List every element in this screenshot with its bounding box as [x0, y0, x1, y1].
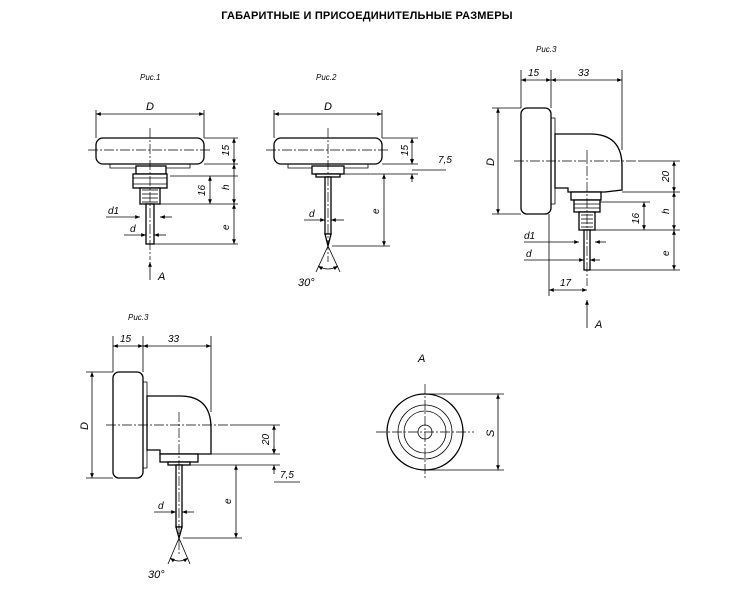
- page-title: ГАБАРИТНЫЕ И ПРИСОЕДИНИТЕЛЬНЫЕ РАЗМЕРЫ: [221, 10, 513, 22]
- fig2-dim-e: e: [371, 208, 382, 214]
- fig3a-dim-16: 16: [631, 212, 642, 224]
- fig1-dim-d1: d1: [108, 206, 119, 217]
- fig3b-dim-20: 20: [261, 433, 272, 446]
- fig3b-dim-33: 33: [168, 334, 180, 345]
- figure-3a: Рис.3 15 33 D: [485, 45, 680, 331]
- fig3a-dim-D: D: [485, 158, 497, 166]
- fig1-dim-h: h: [221, 184, 232, 190]
- fig3b-dim-d: d: [158, 501, 164, 512]
- fig3a-dim-d: d: [526, 249, 532, 260]
- figure-3b: Рис.3 15 33 D 20: [79, 313, 300, 581]
- view-a-caption: A: [417, 353, 425, 365]
- fig3b-dim-D: D: [79, 422, 91, 430]
- view-a: A S: [376, 353, 504, 480]
- fig3a-caption: Рис.3: [536, 45, 557, 54]
- fig3a-boss: [570, 191, 602, 201]
- fig3a-dim-d1: d1: [524, 231, 535, 242]
- fig2-angle: 30°: [298, 277, 315, 289]
- fig3a-dim-33: 33: [578, 68, 590, 79]
- fig3a-elbow: [554, 133, 623, 193]
- figure-1: Рис.1 D 15 h: [88, 73, 238, 283]
- fig3b-angle: 30°: [148, 569, 165, 581]
- fig3a-view-A: A: [594, 319, 602, 331]
- fig3b-dim-e: e: [223, 498, 234, 504]
- fig3b-dim-15: 15: [120, 334, 132, 345]
- fig3b-dim-7-5: 7,5: [280, 470, 294, 481]
- fig3a-dim-e: e: [661, 250, 672, 256]
- figure-2: Рис.2 D 15 7,5 e d: [266, 73, 452, 289]
- fig1-dim-d: d: [130, 224, 136, 235]
- fig1-boss: [135, 165, 167, 175]
- fig1-dim-16: 16: [197, 184, 208, 196]
- fig2-caption: Рис.2: [316, 73, 337, 82]
- fig2-dim-d: d: [309, 209, 315, 220]
- fig3a-dim-20: 20: [661, 170, 672, 183]
- fig1-caption: Рис.1: [140, 73, 160, 82]
- fig2-dim-7-5: 7,5: [438, 155, 452, 166]
- fig1-view-A: A: [157, 271, 165, 283]
- view-a-dim-S: S: [485, 429, 497, 437]
- fig3a-dim-h: h: [661, 208, 672, 214]
- fig3a-dim-17: 17: [560, 278, 572, 289]
- fig1-dim-D: D: [146, 101, 154, 113]
- fig2-dim-15: 15: [400, 144, 411, 156]
- fig1-dim-15: 15: [221, 144, 232, 156]
- fig3b-caption: Рис.3: [128, 313, 149, 322]
- fig2-dim-D: D: [324, 101, 332, 113]
- fig1-dim-e: e: [221, 224, 232, 230]
- fig3a-dim-15: 15: [528, 68, 540, 79]
